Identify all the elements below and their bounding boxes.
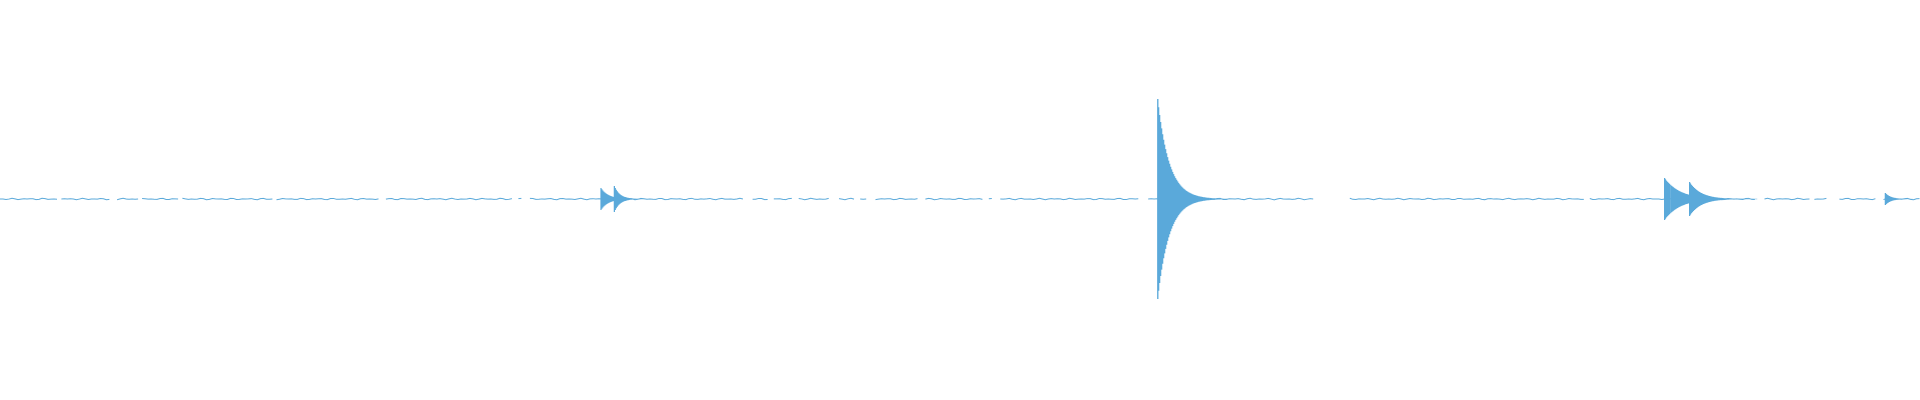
baseline-segment bbox=[1764, 197, 1810, 201]
event-burst bbox=[1157, 99, 1228, 299]
baseline-segment bbox=[752, 197, 768, 201]
waveform-event-6 bbox=[1884, 193, 1913, 205]
baseline-segment bbox=[61, 197, 110, 201]
waveform-baseline bbox=[0, 197, 1920, 201]
waveform-event-5 bbox=[1688, 182, 1758, 216]
baseline-segment bbox=[182, 197, 273, 201]
baseline-segment bbox=[875, 197, 918, 201]
event-burst bbox=[1689, 182, 1758, 216]
baseline-segment bbox=[142, 197, 179, 201]
waveform-events bbox=[600, 99, 1913, 299]
baseline-segment bbox=[773, 197, 792, 201]
baseline-segment bbox=[925, 197, 983, 201]
baseline-segment bbox=[1000, 197, 1139, 201]
baseline-segment bbox=[0, 197, 58, 201]
event-burst bbox=[613, 186, 647, 212]
baseline-segment bbox=[1814, 197, 1827, 200]
waveform-event-2 bbox=[613, 186, 647, 212]
baseline-segment bbox=[276, 197, 379, 201]
baseline-segment bbox=[798, 197, 829, 201]
baseline-segment bbox=[116, 197, 139, 201]
baseline-segment bbox=[1839, 197, 1876, 201]
baseline-segment bbox=[385, 197, 513, 201]
baseline-segment bbox=[529, 197, 744, 201]
baseline-segment bbox=[838, 197, 855, 201]
baseline-segment bbox=[1349, 197, 1584, 201]
waveform-event-3 bbox=[1157, 99, 1228, 299]
